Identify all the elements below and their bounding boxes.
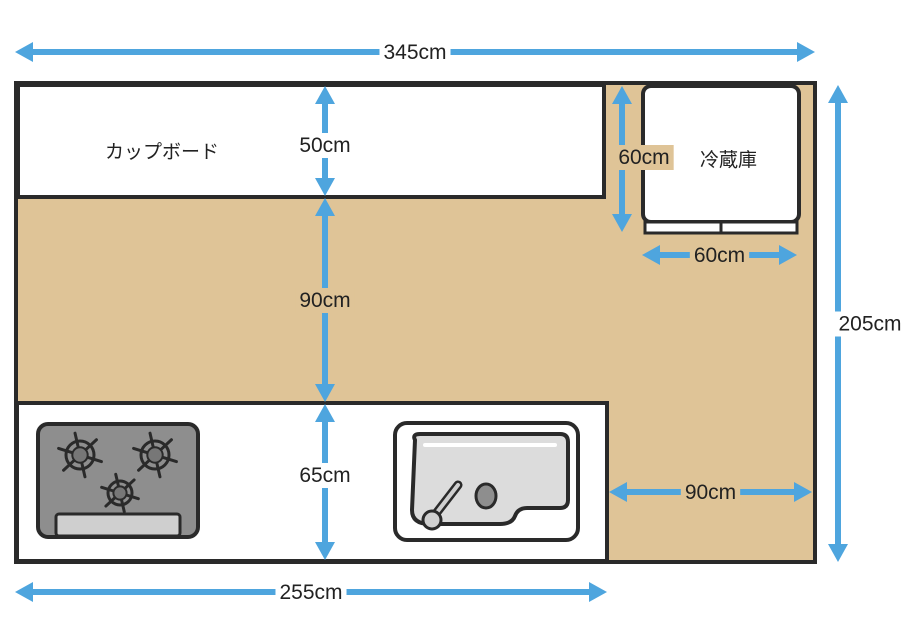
cupboard-depth-dimension: 50cm: [295, 86, 355, 196]
aisle-width-label: 90cm: [299, 289, 350, 312]
arrow-up-icon: [828, 85, 848, 103]
arrow-left-icon: [642, 245, 660, 265]
arrow-right-icon: [797, 42, 815, 62]
counter-width-label: 255cm: [279, 581, 342, 604]
fridge-label: 冷蔵庫: [700, 149, 757, 171]
fridge-width-label: 60cm: [694, 244, 745, 267]
label-background: [295, 463, 355, 488]
arrow-right-icon: [589, 582, 607, 602]
sink-icon: [393, 421, 580, 542]
label-background: [834, 311, 906, 337]
label-background: [610, 145, 674, 170]
fridge-width-dimension: 60cm: [642, 243, 797, 268]
total-depth-dimension: 205cm: [828, 85, 906, 562]
arrow-left-icon: [15, 582, 33, 602]
side-aisle-width-dimension: 90cm: [609, 480, 812, 505]
arrow-right-icon: [779, 245, 797, 265]
arrow-up-icon: [315, 404, 335, 422]
arrow-left-icon: [15, 42, 33, 62]
cupboard-depth-label: 50cm: [299, 134, 350, 157]
arrow-down-icon: [828, 544, 848, 562]
arrow-down-icon: [315, 384, 335, 402]
label-background: [689, 243, 750, 268]
label-background: [295, 133, 355, 158]
burner-icon: [100, 472, 140, 514]
fridge-depth-label: 60cm: [618, 146, 669, 169]
arrow-up-icon: [315, 86, 335, 104]
label-background: [680, 480, 741, 505]
label-background: [275, 580, 347, 605]
arrow-down-icon: [315, 542, 335, 560]
aisle-width-dimension: 90cm: [295, 198, 355, 402]
arrow-down-icon: [315, 178, 335, 196]
label-background: [379, 40, 451, 65]
side-aisle-width-label: 90cm: [685, 481, 736, 504]
burner-icon: [132, 431, 178, 479]
total-depth-label: 205cm: [838, 313, 901, 336]
counter-depth-dimension: 65cm: [295, 404, 355, 560]
total-width-dimension: 345cm: [15, 40, 815, 65]
arrow-up-icon: [315, 198, 335, 216]
counter-depth-label: 65cm: [299, 464, 350, 487]
arrow-left-icon: [609, 482, 627, 502]
arrow-right-icon: [794, 482, 812, 502]
fridge-depth-dimension: 60cm: [610, 86, 674, 232]
arrow-down-icon: [612, 214, 632, 232]
counter-width-dimension: 255cm: [15, 580, 607, 605]
arrow-up-icon: [612, 86, 632, 104]
label-background: [295, 288, 355, 313]
total-width-label: 345cm: [383, 41, 446, 64]
fridge: [641, 84, 801, 235]
cupboard-label: カップボード: [105, 141, 219, 163]
burner-icon: [57, 431, 103, 479]
gas-stove-icon: [36, 422, 200, 539]
